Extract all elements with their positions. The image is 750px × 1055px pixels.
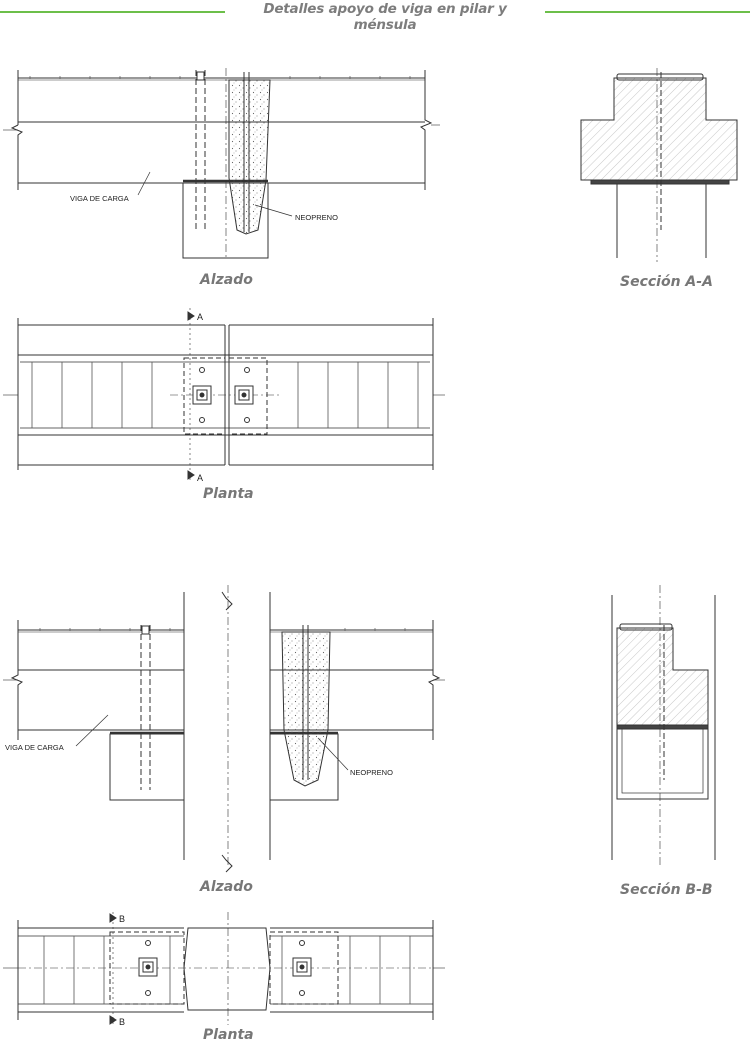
- detail1-plan: [3, 308, 445, 480]
- detail2-top-rebar: [39, 628, 406, 631]
- detail1-beam-label: VIGA DE CARGA: [70, 194, 129, 203]
- detail1-plan-caption: Planta: [203, 486, 254, 502]
- detail2-elevation: [3, 585, 445, 873]
- detail1-section-caption: Sección A-A: [620, 274, 713, 290]
- detail1-elevation: [3, 68, 440, 260]
- detail1-neoprene-label: NEOPRENO: [295, 213, 338, 222]
- detail1-elevation-caption: Alzado: [200, 272, 253, 288]
- detail1-section-marker-bottom: A: [197, 473, 203, 483]
- detail2-section-caption: Sección B-B: [620, 882, 713, 898]
- detail2-plan-stirrups: [43, 936, 411, 1004]
- detail2-beam-label: VIGA DE CARGA: [5, 743, 64, 752]
- sheet-title: Detalles apoyo de viga en pilar y ménsul…: [263, 1, 507, 33]
- detail1-plan-stirrups: [31, 362, 419, 428]
- detail2-section-marker-bottom: B: [119, 1017, 125, 1027]
- header-rule-right: [545, 11, 750, 13]
- detail2-plan: [3, 912, 445, 1025]
- detail1-section: [580, 68, 738, 262]
- header-rule-left: [0, 11, 225, 13]
- detail1-section-marker-top: A: [197, 312, 203, 322]
- detail1-top-rebar: [29, 76, 411, 79]
- detail2-section: [611, 585, 716, 868]
- detail2-plan-caption: Planta: [203, 1027, 254, 1043]
- detail2-section-marker-top: B: [119, 914, 125, 924]
- detail2-neoprene-label: NEOPRENO: [350, 768, 393, 777]
- detail2-elevation-caption: Alzado: [200, 879, 253, 895]
